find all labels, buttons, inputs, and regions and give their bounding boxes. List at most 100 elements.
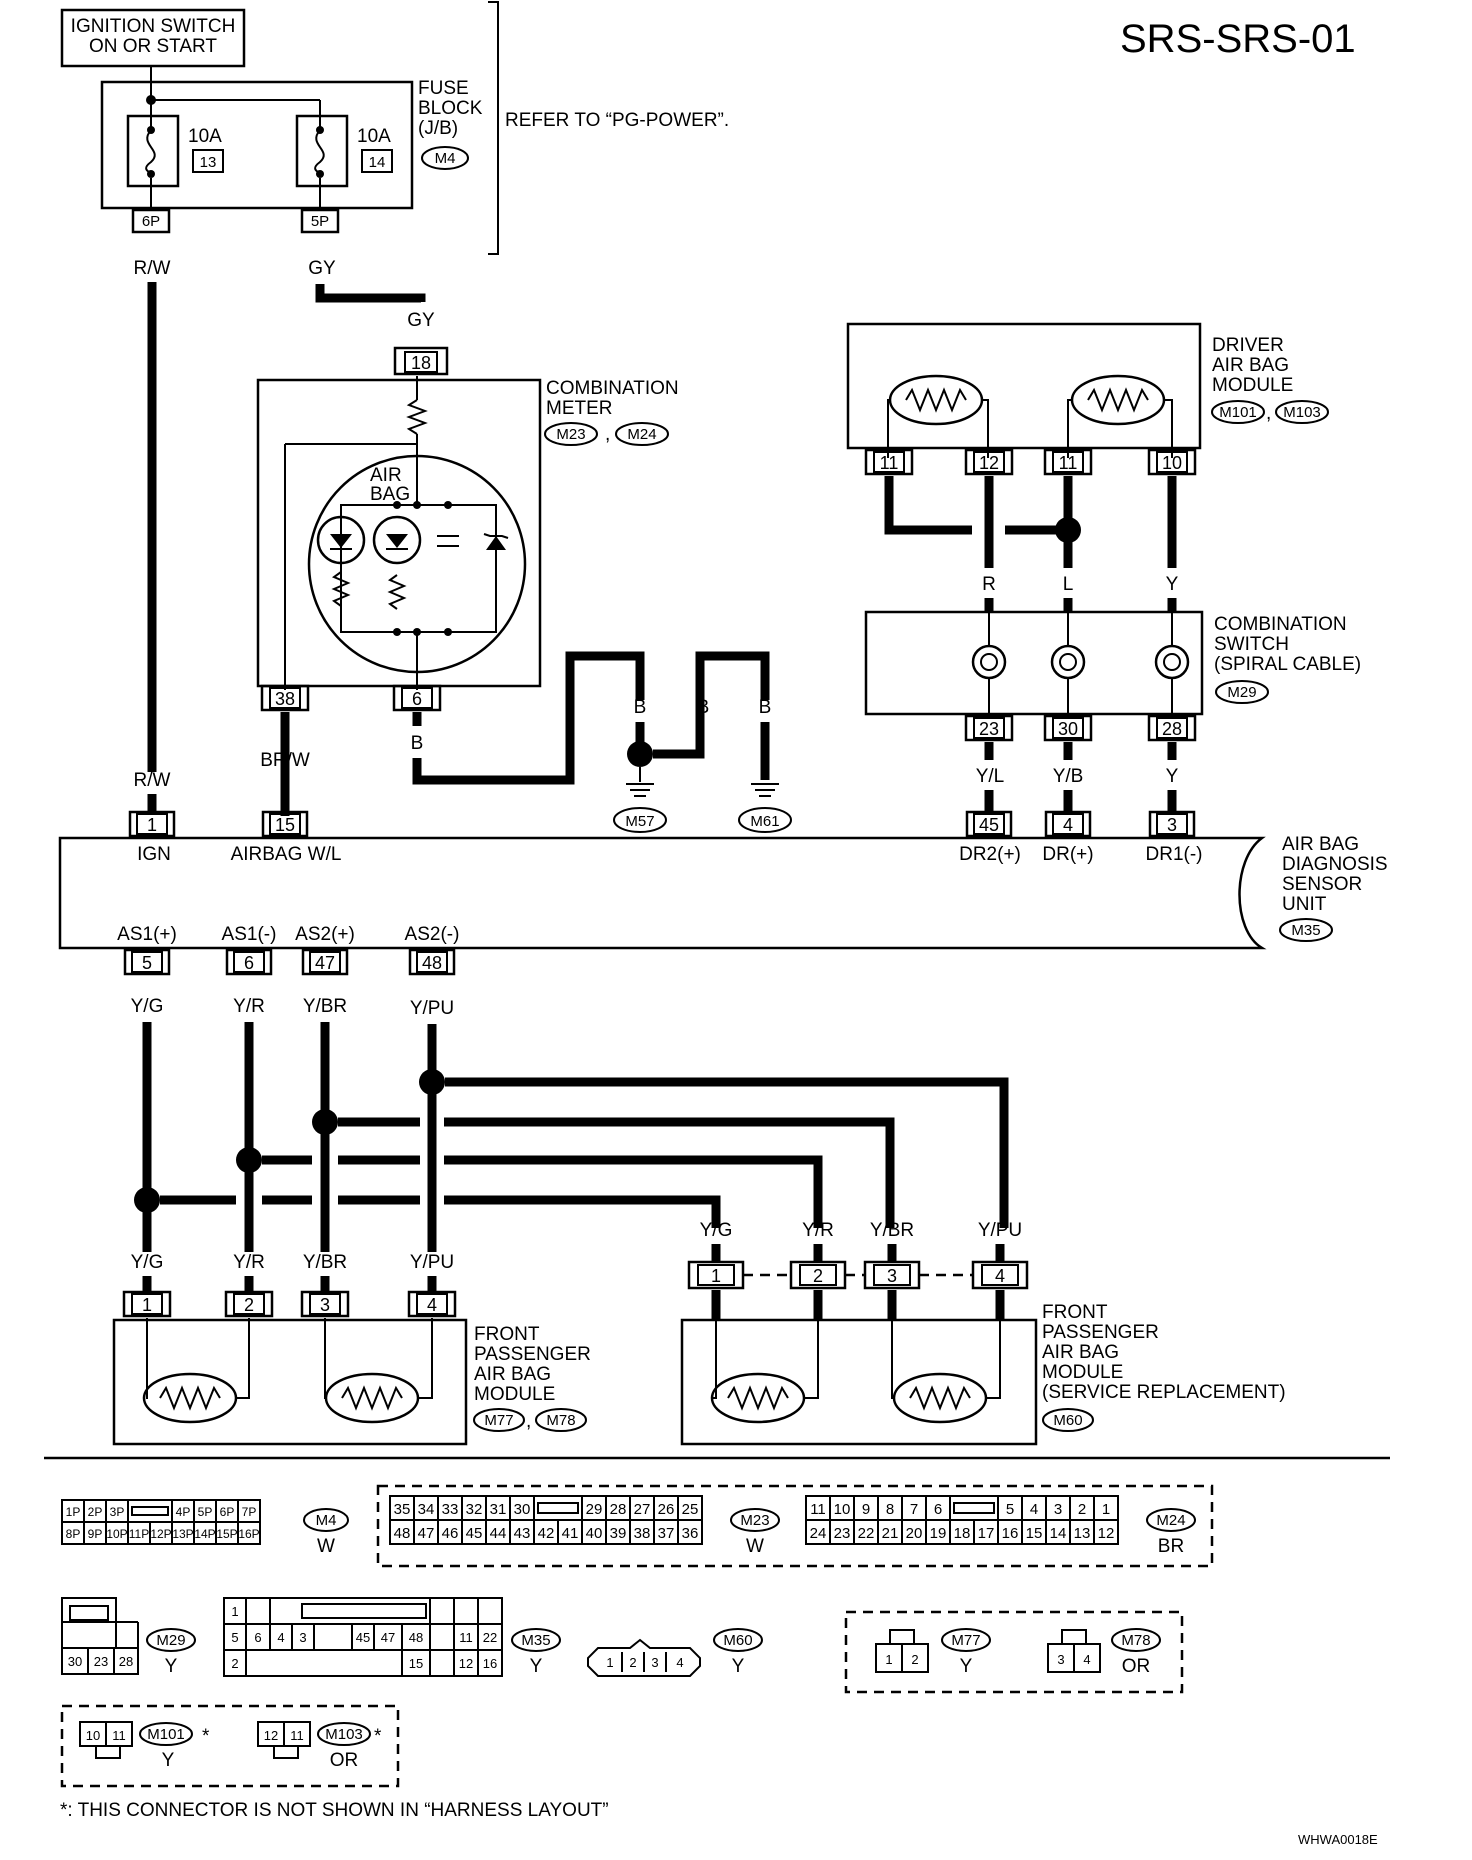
- m35-pin-22: 22: [483, 1630, 497, 1645]
- fuse-block-label-2: BLOCK: [418, 98, 483, 119]
- service-wire-yr: Y/R: [802, 1220, 834, 1241]
- unit-label-1: AIR BAG: [1282, 834, 1359, 855]
- m29-pin-23: 23: [94, 1654, 108, 1669]
- unit-dr2-plus: DR2(+): [959, 844, 1021, 865]
- pass-label-3: AIR BAG: [474, 1364, 551, 1385]
- m78-pin-3: 3: [1057, 1652, 1064, 1667]
- m24-pin-label: 20: [906, 1525, 923, 1542]
- ground-m61-wire: B: [759, 697, 772, 718]
- connector-view-m60: 1 2 3 4 M60 Y: [587, 1628, 763, 1677]
- m4-pin-cell: [127, 1499, 173, 1523]
- m35-pin-12: 12: [459, 1656, 473, 1671]
- pass-wire-yg: Y/G: [131, 1252, 164, 1273]
- m78-color: OR: [1122, 1656, 1151, 1677]
- m35-name: M35: [521, 1632, 550, 1649]
- diagram-title: SRS-SRS-01: [1120, 17, 1356, 61]
- m24-pin-label: 12: [1098, 1525, 1115, 1542]
- ground-m57-wire: B: [634, 697, 647, 718]
- m23-pin-cell: [677, 1519, 703, 1545]
- fuse-block-connector: M4: [435, 150, 456, 167]
- footnote: *: THIS CONNECTOR IS NOT SHOWN IN “HARNE…: [60, 1800, 609, 1821]
- m4-pin-label: 3P: [110, 1505, 125, 1519]
- m4-name: M4: [316, 1512, 337, 1529]
- service-label-1: FRONT: [1042, 1302, 1108, 1323]
- unit-connector: M35: [1291, 922, 1320, 939]
- pass-connector-m78: M78: [546, 1412, 575, 1429]
- m77-name: M77: [951, 1632, 980, 1649]
- service-pin-4: 4: [995, 1266, 1005, 1286]
- m4-pin-label: 12P: [150, 1527, 171, 1541]
- spiral-label-2: SWITCH: [1214, 634, 1289, 655]
- m24-pin-label: 3: [1054, 1501, 1062, 1518]
- service-label-5: (SERVICE REPLACEMENT): [1042, 1382, 1286, 1403]
- m24-pin-label: 5: [1006, 1501, 1014, 1518]
- pass-pin-4: 4: [427, 1295, 437, 1315]
- m23-m24-group: [376, 1484, 1214, 1568]
- m24-pin-label: 23: [834, 1525, 851, 1542]
- unit-pin-15: 15: [275, 815, 295, 835]
- m29-pin-28: 28: [119, 1654, 133, 1669]
- m23-pin-label: 39: [610, 1525, 627, 1542]
- m4-pin-label: 8P: [66, 1527, 81, 1541]
- m103-pin-12: 12: [264, 1728, 278, 1743]
- ground-m57-label: M57: [625, 813, 654, 830]
- m23-pin-label: 41: [562, 1525, 579, 1542]
- m4-pin-label: 9P: [88, 1527, 103, 1541]
- m4-pin-label: 16P: [238, 1527, 259, 1541]
- m24-pin-label: 22: [858, 1525, 875, 1542]
- m23-pin-label: 38: [634, 1525, 651, 1542]
- connector-view-m29: 30 23 28 M29 Y: [61, 1597, 196, 1677]
- unit-pin-48: 48: [422, 953, 442, 973]
- unit-pin-45: 45: [979, 815, 999, 835]
- m23-pin-label: 31: [490, 1501, 507, 1518]
- spiral-wire-l: L: [1063, 574, 1074, 595]
- m29-name: M29: [156, 1632, 185, 1649]
- m35-pin-6: 6: [254, 1630, 261, 1645]
- meter-label-1: COMBINATION: [546, 378, 679, 399]
- service-label-2: PASSENGER: [1042, 1322, 1159, 1343]
- m60-pin-1: 1: [606, 1655, 613, 1670]
- spiral-label-3: (SPIRAL CABLE): [1214, 654, 1361, 675]
- m4-pin-label: 7P: [242, 1505, 257, 1519]
- m4-pin-label: 1P: [66, 1505, 81, 1519]
- m23-pin-label: 25: [682, 1501, 699, 1518]
- fuse-13-amp: 10A: [188, 126, 222, 147]
- driver-label-2: AIR BAG: [1212, 355, 1289, 376]
- unit-pin-6: 6: [244, 953, 254, 973]
- m23-pin-label: 36: [682, 1525, 699, 1542]
- m60-pin-4: 4: [676, 1655, 683, 1670]
- pass-connector-sep: ,: [526, 1411, 531, 1432]
- m60-name: M60: [723, 1632, 752, 1649]
- ground-m61: M61: [738, 783, 792, 833]
- m4-pin-label: 2P: [88, 1505, 103, 1519]
- spiral-wire-yl: Y/L: [976, 766, 1005, 787]
- m35-pin-15: 15: [409, 1656, 423, 1671]
- m35-color: Y: [530, 1656, 543, 1677]
- fuse-block-label-3: (J/B): [418, 118, 458, 139]
- m103-pin-11: 11: [290, 1728, 304, 1743]
- m24-pin-label: 6: [934, 1501, 942, 1518]
- meter-label-2: METER: [546, 398, 613, 419]
- m24-key-slot: [953, 1502, 995, 1514]
- m23-pin-label: 29: [586, 1501, 603, 1518]
- m23-pin-label: 27: [634, 1501, 651, 1518]
- m23-pin-label: 34: [418, 1501, 435, 1518]
- service-label-4: MODULE: [1042, 1362, 1123, 1383]
- m4-pin-label: 10P: [106, 1527, 127, 1541]
- m4-pin-label: 6P: [220, 1505, 235, 1519]
- m101-pin-10: 10: [86, 1728, 100, 1743]
- unit-airbag-wl: AIRBAG W/L: [231, 844, 342, 865]
- m29-pin-30: 30: [68, 1654, 82, 1669]
- spiral-wire-r: R: [982, 574, 996, 595]
- m60-color: Y: [732, 1656, 745, 1677]
- m23-name: M23: [740, 1512, 769, 1529]
- unit-label-2: DIAGNOSIS: [1282, 854, 1388, 875]
- driver-label-1: DRIVER: [1212, 335, 1284, 356]
- m23-color: W: [746, 1536, 764, 1557]
- m60-pin-2: 2: [629, 1655, 636, 1670]
- driver-pin-11b: 11: [1059, 453, 1078, 473]
- m77-m78-group: [844, 1610, 1184, 1694]
- spiral-wire-y: Y: [1166, 574, 1179, 595]
- m24-pin-cell: [1093, 1519, 1119, 1545]
